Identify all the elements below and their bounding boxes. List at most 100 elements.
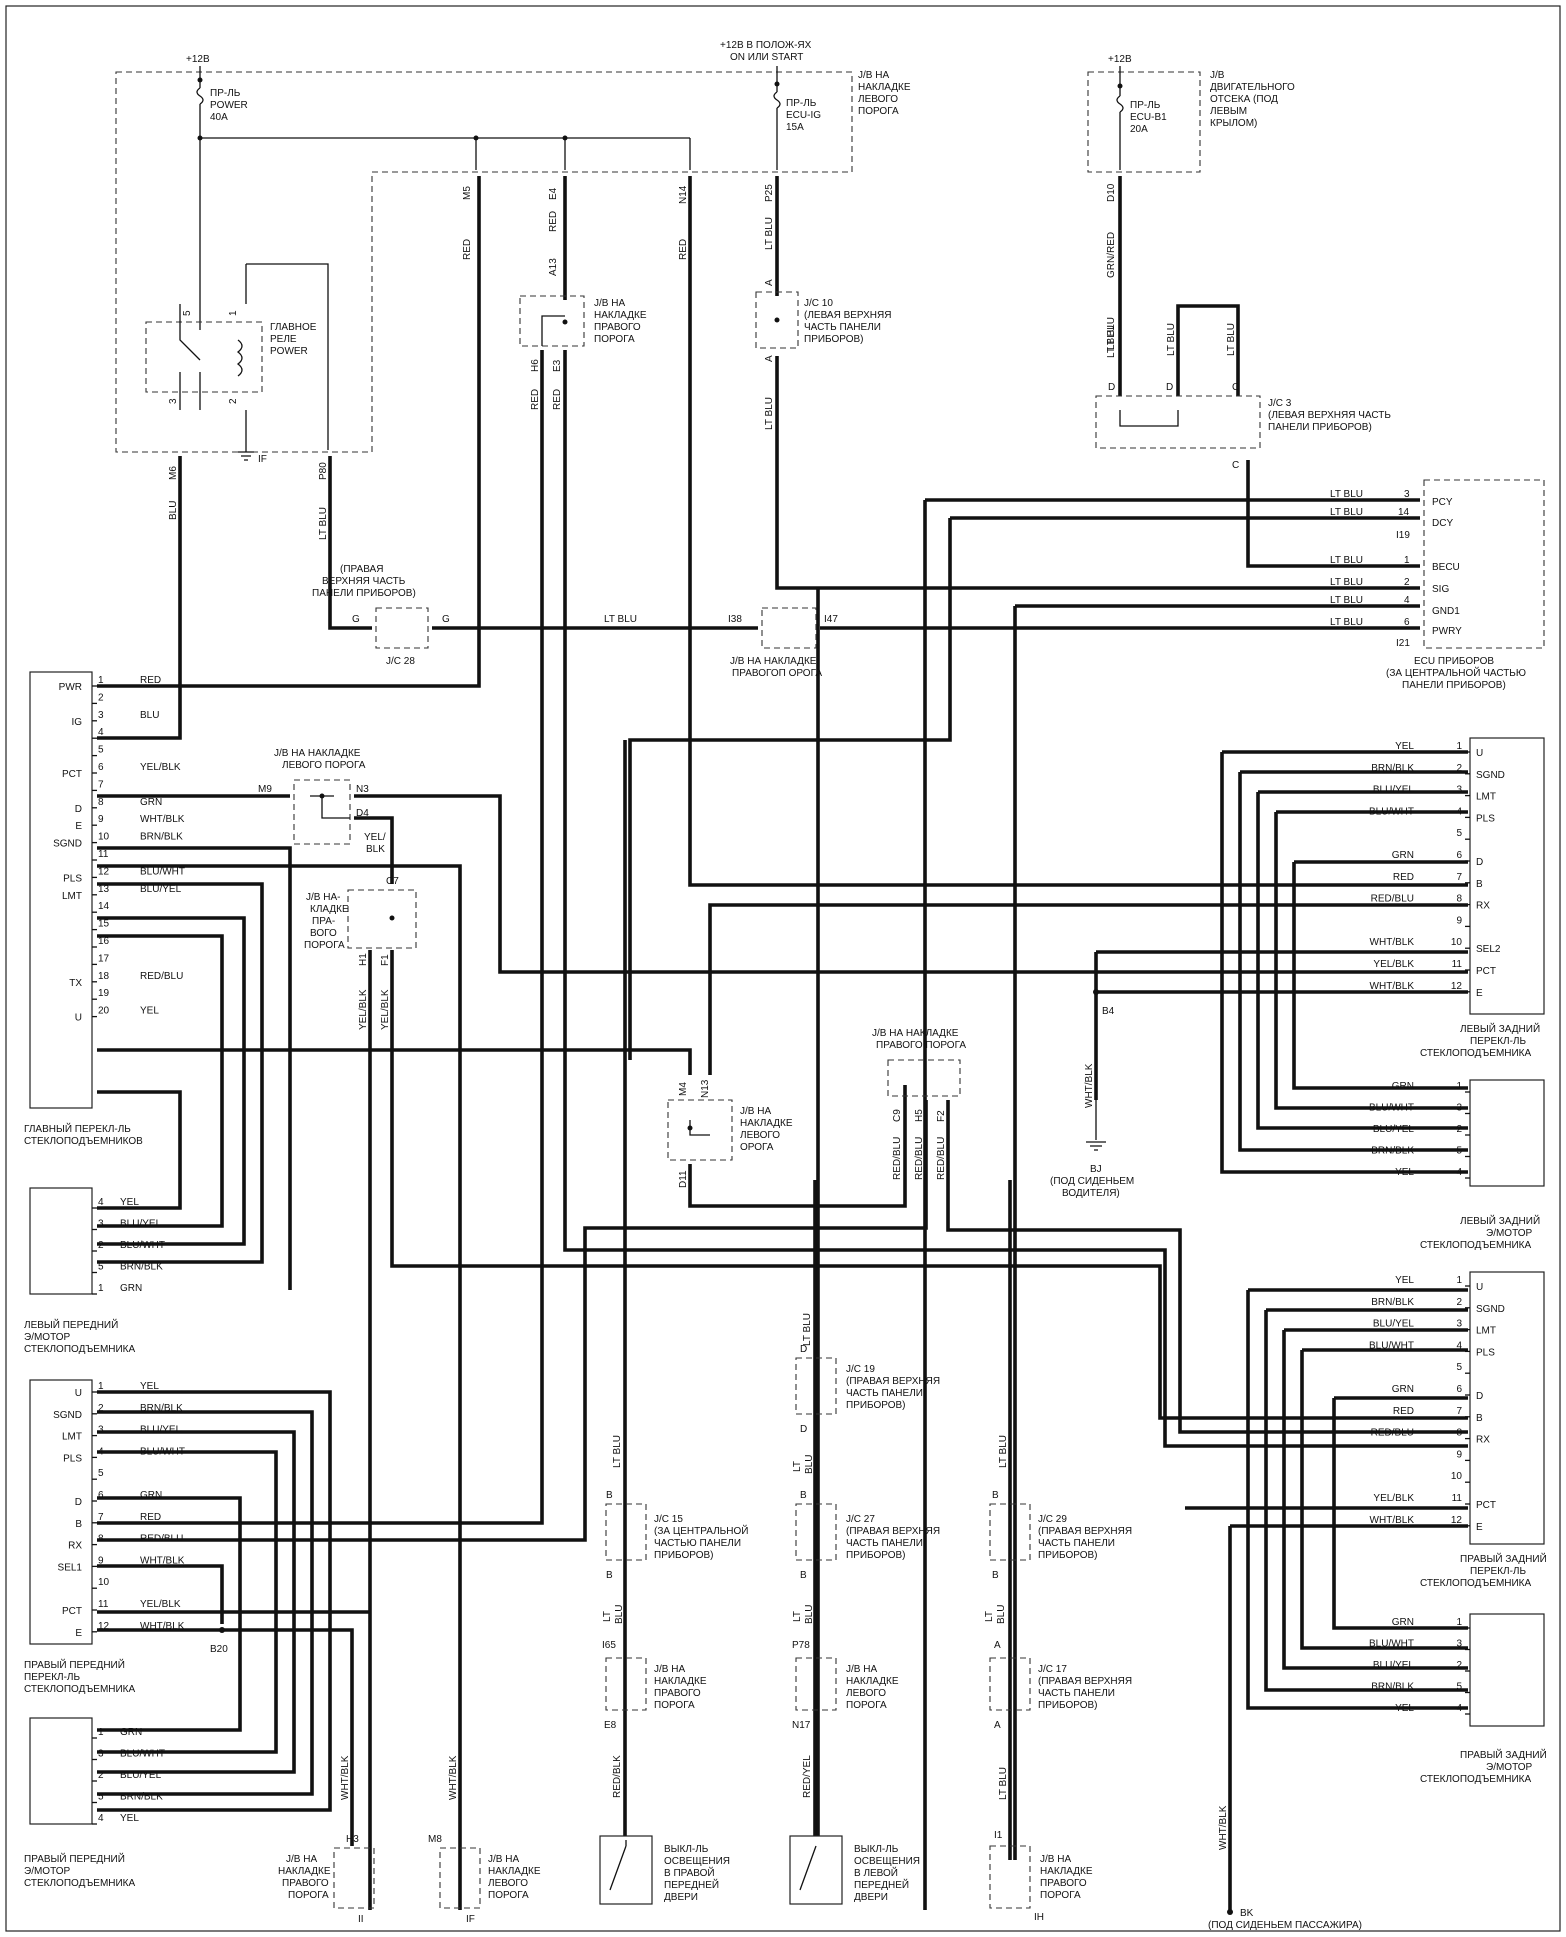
relay-contacts: [179, 264, 247, 410]
wire-p80: [328, 456, 372, 630]
master-pin-name-7: D: [75, 804, 82, 815]
lbl-f2: F2: [936, 1110, 947, 1122]
jb-a13-1: J/B НА: [594, 298, 625, 309]
jb-left-sill-label-1: J/B НА: [858, 70, 889, 81]
rf-motor-pin-color-4: YEL: [120, 1813, 139, 1824]
lr-pin-color-3: BLU/WHT: [1369, 806, 1414, 817]
sill-i65-3: ПРАВОГО: [654, 1688, 701, 1699]
lbl-e3: E3: [552, 359, 563, 372]
ground-bj-2: (ПОД СИДЕНЬЕМ: [1050, 1176, 1134, 1187]
sill-m8-3: ЛЕВОГО: [488, 1878, 528, 1889]
rf-pin-color-11: WHT/BLK: [140, 1621, 185, 1632]
jc3: LT BLU LT BLU LT BLU D D C C J/C 3 (ЛЕВА…: [1095, 323, 1391, 471]
master-pin-num-13: 14: [98, 901, 110, 912]
wire-lr-pls: [1274, 810, 1468, 1110]
sill-h3-3: ПРАВОГО: [282, 1878, 329, 1889]
lbl-m4: M4: [678, 1082, 689, 1096]
sill-m8-4: ПОРОГА: [488, 1890, 529, 1901]
rr-pin-color-5: GRN: [1392, 1384, 1414, 1395]
wire-pcy: [923, 498, 1420, 1910]
door-left-5: ДВЕРИ: [854, 1892, 888, 1903]
jc19-2: (ПРАВАЯ ВЕРХНЯЯ: [846, 1376, 940, 1387]
jc27-3: ЧАСТЬ ПАНЕЛИ: [846, 1538, 923, 1549]
sill-m8-2: НАКЛАДКЕ: [488, 1866, 541, 1877]
master-pin-num-14: 15: [98, 919, 110, 930]
jc3-pin-c: C: [1232, 382, 1239, 393]
wire-dcy: [628, 516, 1420, 1060]
jb-m9-node: [319, 793, 325, 799]
jb-c7-box: [347, 889, 417, 949]
wire-ltblu-col3b: LT BLU: [998, 1767, 1009, 1800]
jc19-1: J/C 19: [846, 1364, 875, 1375]
master-pin-name-12: LMT: [62, 891, 82, 902]
wire-lt-col2b: LT: [792, 1611, 803, 1622]
rf-motor-title-3: СТЕКЛОПОДЪЕМНИКА: [24, 1878, 136, 1889]
lr-pin-name-3: PLS: [1476, 813, 1495, 824]
master-pin-color-9: BRN/BLK: [140, 832, 183, 843]
wire-yelblk-f1: YEL/BLK: [380, 989, 391, 1030]
jc3-bridge: [1119, 410, 1179, 427]
lr-pin-color-11: WHT/BLK: [1370, 981, 1415, 992]
master-pin-color-8: WHT/BLK: [140, 814, 185, 825]
wire-master-sgnd: [97, 882, 264, 1264]
wire-yelblk-h1: YEL/BLK: [358, 989, 369, 1030]
rf-pin-color-10: YEL/BLK: [140, 1599, 181, 1610]
lr-motor-title-3: СТЕКЛОПОДЪЕМНИКА: [1420, 1240, 1532, 1251]
door-right-4: ПЕРЕДНЕЙ: [664, 1878, 719, 1891]
jb-c7-5: ПОРОГА: [304, 940, 345, 951]
lr-pin-num-3: 4: [1456, 806, 1462, 817]
rf-motor-pin-num-3: 5: [98, 1792, 104, 1803]
lbl-d10: D10: [1106, 183, 1117, 202]
master-pin-num-4: 5: [98, 745, 104, 756]
power-section: +12В +12В В ПОЛОЖ-ЯХ ON ИЛИ START +12В J…: [115, 40, 1295, 453]
rr-switch-pin-list: U1YELSGND2BRN/BLKLMT3BLU/YELPLS4BLU/WHT5…: [1369, 1275, 1505, 1533]
rf-switch-title-2: ПЕРЕКЛ-ЛЬ: [24, 1672, 80, 1683]
rr-switch: U1YELSGND2BRN/BLKLMT3BLU/YELPLS4BLU/WHT5…: [1369, 1271, 1547, 1589]
jc15-2: (ЗА ЦЕНТРАЛЬНОЙ: [654, 1524, 748, 1537]
lr-pin-color-9: WHT/BLK: [1370, 937, 1415, 948]
master-pin-color-19: YEL: [140, 1006, 159, 1017]
rf-motor-pin-num-2: 2: [98, 1770, 104, 1781]
rr-motor-pin-num-0: 1: [1456, 1617, 1462, 1628]
wire-f2-rrrx: [946, 1100, 1468, 1434]
rr-motor-pin-num-1: 3: [1456, 1639, 1462, 1650]
jc28-g-left: G: [352, 614, 360, 625]
sill-p78-3: ЛЕВОГО: [846, 1688, 886, 1699]
lbl-e8: E8: [604, 1720, 617, 1731]
lr-switch-title-2: ПЕРЕКЛ-ЛЬ: [1470, 1036, 1526, 1047]
relay-feed: [246, 263, 329, 450]
lf-motor-title-1: ЛЕВЫЙ ПЕРЕДНИЙ: [24, 1318, 118, 1331]
rf-pin-num-10: 11: [98, 1599, 109, 1610]
wire-master-tx: [97, 1048, 692, 1075]
power-bus-node: [197, 135, 203, 141]
master-pin-num-5: 6: [98, 762, 104, 773]
jc3-box: [1095, 395, 1261, 449]
fuse-ecuig-2: ECU-IG: [786, 110, 821, 121]
master-pin-num-11: 12: [98, 866, 110, 877]
wire-f1-rrd: [390, 950, 1468, 1420]
lf-motor-pin-num-3: 5: [98, 1262, 104, 1273]
lbl-i65: I65: [602, 1640, 616, 1651]
rr-motor-pin-color-4: YEL: [1395, 1703, 1414, 1714]
jc10-1: J/C 10: [804, 298, 833, 309]
master-pin-num-19: 20: [98, 1006, 110, 1017]
jb-c7-4: ВОГО: [310, 928, 337, 939]
rf-pin-name-7: RX: [68, 1541, 82, 1552]
rf-pin-color-5: GRN: [140, 1490, 162, 1501]
rr-pin-num-3: 4: [1456, 1340, 1462, 1351]
rf-motor-title-1: ПРАВЫЙ ПЕРЕДНИЙ: [24, 1852, 125, 1865]
ecu-pin1-color: LT BLU: [1330, 507, 1363, 518]
fuse-ecub1-icon: [1116, 95, 1124, 113]
jc29-pin-b-bot: B: [992, 1570, 999, 1581]
ecu-pin1-name: DCY: [1432, 518, 1453, 529]
sill-p78-4: ПОРОГА: [846, 1700, 887, 1711]
jb-left-sill-label-3: ЛЕВОГО: [858, 94, 898, 105]
rf-pin-name-5: D: [75, 1497, 82, 1508]
rr-pin-name-5: D: [1476, 1391, 1483, 1402]
relay-label-3: POWER: [270, 346, 308, 357]
jc10-node: [774, 317, 780, 323]
rf-pin-color-8: WHT/BLK: [140, 1555, 185, 1566]
relay-pin1: 1: [228, 310, 239, 316]
rr-pin-num-8: 9: [1456, 1449, 1462, 1460]
master-pin-name-5: PCT: [62, 769, 82, 780]
